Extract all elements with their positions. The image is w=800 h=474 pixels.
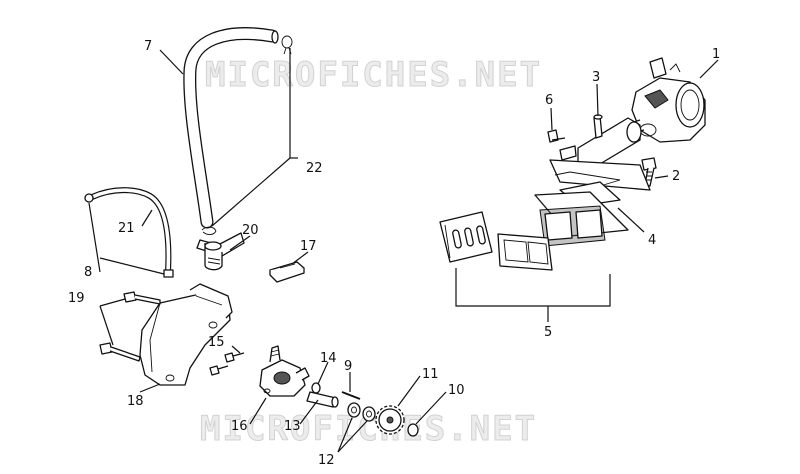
part-reed-middle: [497, 233, 553, 271]
callout-11: 11: [422, 367, 439, 382]
callout-9: 9: [344, 359, 352, 374]
part-washers-12: [347, 402, 376, 422]
callout-3: 3: [592, 70, 600, 85]
callout-17: 17: [300, 239, 317, 254]
part-clip-22: [201, 226, 217, 235]
callout-22: 22: [306, 161, 323, 176]
callout-1: 1: [712, 47, 720, 62]
callout-6: 6: [545, 93, 553, 108]
leader-lines: [88, 48, 719, 453]
part-shaft-13: [306, 391, 339, 408]
part-reed-left: [439, 211, 493, 263]
part-bolt-19-upper: [123, 291, 161, 305]
callout-5: 5: [544, 325, 552, 340]
part-oring-14: [311, 382, 321, 394]
callout-18: 18: [127, 394, 144, 409]
callout-10: 10: [448, 383, 465, 398]
callout-14: 14: [320, 351, 337, 366]
callout-13: 13: [284, 419, 301, 434]
callout-15: 15: [208, 335, 225, 350]
callout-2: 2: [672, 169, 680, 184]
callout-20: 20: [242, 223, 259, 238]
part-screw-6: [547, 129, 566, 143]
watermark-top: MICROFICHES.NET: [205, 55, 542, 95]
callout-21: 21: [118, 221, 135, 236]
part-manifold-3: [559, 114, 642, 171]
part-circlip-10: [407, 423, 419, 437]
callout-8: 8: [84, 265, 92, 280]
part-gear-11: [375, 405, 405, 435]
part-nozzle-20: [196, 232, 245, 271]
callout-16: 16: [231, 419, 248, 434]
part-hose-7: [183, 27, 293, 229]
part-block-17: [269, 261, 305, 283]
part-bolt-19-lower: [99, 342, 141, 362]
part-pump-16: [259, 345, 310, 397]
callout-19: 19: [68, 291, 85, 306]
callout-4: 4: [648, 233, 656, 248]
callout-7: 7: [144, 39, 152, 54]
part-gasket-4: [534, 159, 651, 247]
part-small-hose-21: [84, 187, 174, 278]
part-cover-18: [139, 283, 233, 386]
callout-12: 12: [318, 453, 335, 468]
part-pin-9: [341, 391, 361, 400]
part-screw-15: [209, 352, 245, 376]
